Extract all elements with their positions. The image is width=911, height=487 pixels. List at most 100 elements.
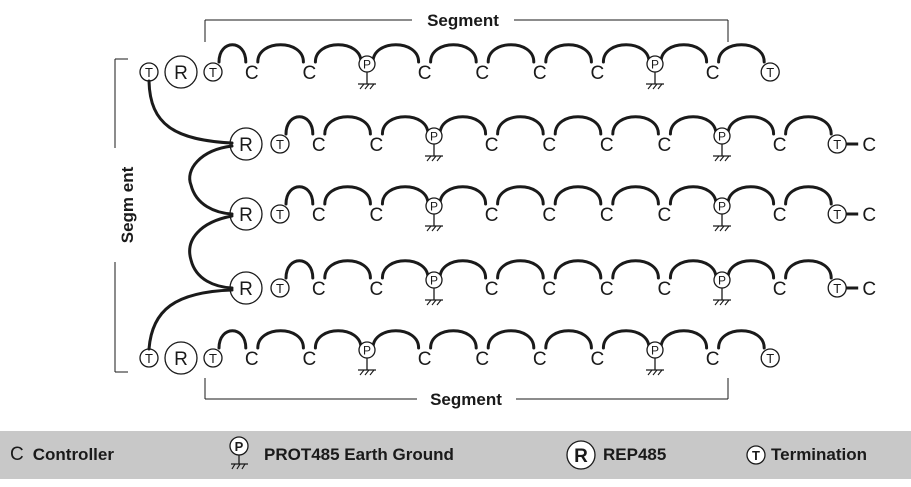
bus-cable-arc [784,115,833,136]
ground-hatch [657,83,663,90]
protector-label: P [718,200,726,214]
ground-hatch [647,369,653,376]
bus-cable-arc [659,329,709,350]
ground-hatch [714,155,720,162]
legend-controller: C Controller [10,431,114,479]
protector-label: P [651,58,659,72]
termination-icon [203,62,223,82]
legend-termination-label: Termination [771,445,868,464]
ground-hatch [647,83,653,90]
repeater-label: R [239,135,253,156]
ground-hatch [719,299,725,306]
bus-cable-arc [217,329,248,350]
termination-label: T [766,65,774,80]
repeater-label: R [174,63,188,84]
ground-hatch [436,155,442,162]
bus-cable-arc [601,329,651,350]
controller-label: C [312,135,326,156]
controller-label: C [542,279,556,300]
bus-cable-arc [784,259,833,280]
controller-label: C [370,135,384,156]
bus-cable-arc [486,329,536,350]
controller-label: C [418,349,432,370]
repeater-link-cable [147,79,234,145]
controller-label: C [485,279,499,300]
repeater-link-cable [188,214,234,290]
controller-label: C [658,279,672,300]
termination-label: T [276,137,284,152]
termination-label: T [276,281,284,296]
ground-hatch [359,369,365,376]
protector-label: P [430,130,438,144]
controller-label: C [475,349,489,370]
segment-label-left: Segm ent [118,166,137,243]
ground-hatch [719,225,725,232]
segment-label-bottom: Segment [430,390,502,409]
controller-label: C [706,349,720,370]
ground-hatch [431,299,437,306]
bus-cable-arc [496,115,545,136]
bus-cable-arc [668,115,718,136]
controller-label: C [303,63,317,84]
bus-cable-arc [553,185,603,206]
protector-label: P [651,344,659,358]
repeater-icon [164,55,198,89]
bus-cable-arc [438,259,488,280]
controller-label: C [591,349,605,370]
rep485-repeater-icon: R [566,440,596,470]
termination-icon [760,62,780,82]
controller-label: C [862,205,876,226]
ground-hatch [369,369,375,376]
protector-label: P [363,344,371,358]
controller-label: C [591,63,605,84]
bus-cable-arc [256,43,305,64]
repeater-link-cable [147,288,234,351]
bus-cable-arc [717,329,766,350]
bus-cable-arc [496,259,545,280]
ground-hatch [431,225,437,232]
controller-label: C [658,135,672,156]
ground-hatch [436,225,442,232]
bus-cable-arc [284,259,315,280]
svg-text:P: P [235,439,244,454]
bus-cable-arc [611,115,660,136]
bus-cable-arc [217,43,248,64]
controller-label: C [245,63,259,84]
termination-label: T [145,65,153,80]
ground-hatch [426,299,432,306]
bus-cable-arc [284,185,315,206]
bus-cable-arc [726,185,776,206]
controller-label: C [773,279,787,300]
bus-cable-arc [726,259,776,280]
bus-cable-arc [371,329,421,350]
bus-cable-arc [323,185,372,206]
ground-hatch [714,225,720,232]
segment-label-top: Segment [427,11,499,30]
termination-icon: T [746,445,766,465]
legend-repeater-label: REP485 [603,445,667,464]
ground-hatch [369,83,375,90]
termination-label: T [833,281,841,296]
ground-hatch [364,369,370,376]
bus-cable-arc [544,43,593,64]
svg-text:T: T [752,448,760,463]
protector-label: P [718,274,726,288]
bus-cable-arc [611,259,660,280]
bus-cable-arc [496,185,545,206]
controller-label: C [600,205,614,226]
controller-label: C [542,205,556,226]
termination-icon [760,348,780,368]
legend-repeater: R REP485 [565,431,666,479]
controller-label: C [600,135,614,156]
controller-label: C [485,205,499,226]
controller-label: C [245,349,259,370]
legend-controller-label: Controller [32,445,114,464]
repeater-label: R [239,279,253,300]
legend-protector-label: PROT485 Earth Ground [264,445,454,464]
ground-hatch [714,299,720,306]
bus-cable-arc [486,43,536,64]
bus-cable-arc [726,115,776,136]
bus-cable-arc [256,329,305,350]
bus-cable-arc [553,115,603,136]
repeater-link-cable [188,144,234,216]
